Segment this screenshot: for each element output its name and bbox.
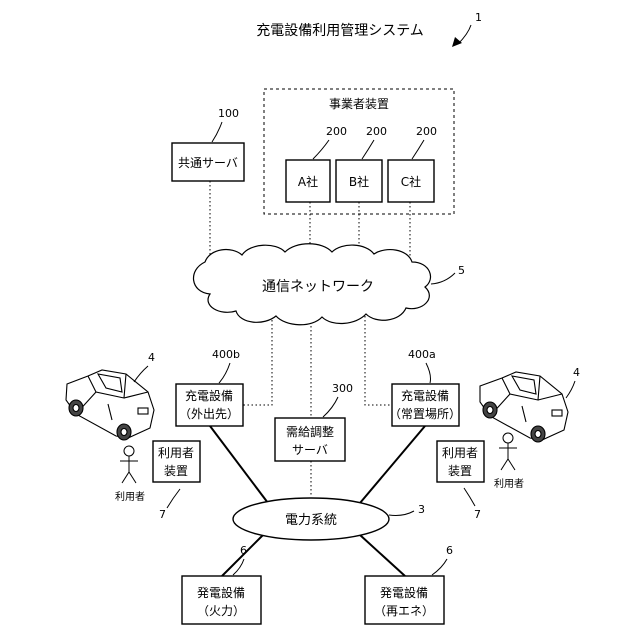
leader-gen-thermal <box>233 559 244 575</box>
ref-car-right: 4 <box>573 366 580 379</box>
operator-group-label: 事業者装置 <box>329 97 389 111</box>
ref-grid: 3 <box>418 503 425 516</box>
leader-user-device-right <box>464 488 475 506</box>
company-b-label: B社 <box>349 174 369 189</box>
ref-user-device-left: 7 <box>159 508 166 521</box>
grid-label: 電力系統 <box>285 513 337 528</box>
power-line-away <box>210 426 268 503</box>
ref-common-server: 100 <box>218 107 239 120</box>
ref-charger-home: 400a <box>408 348 436 361</box>
leader-common-server <box>212 122 222 142</box>
user-device-left-line1: 利用者 <box>158 446 194 460</box>
user-device-right-line1: 利用者 <box>442 446 478 460</box>
user-figure-right <box>499 433 517 470</box>
user-label-right: 利用者 <box>494 478 524 490</box>
user-device-right-line2: 装置 <box>448 464 472 478</box>
ref-gen-thermal: 6 <box>240 544 247 557</box>
leader-company-a <box>313 140 329 159</box>
gen-thermal-line1: 発電設備 <box>197 585 245 600</box>
ref-system: 1 <box>475 11 482 24</box>
leader-car-right <box>566 381 575 398</box>
leader-network <box>431 273 455 284</box>
ref-gen-renewable: 6 <box>446 544 453 557</box>
link-network-charger-home <box>365 312 392 405</box>
gen-renewable-line1: 発電設備 <box>380 585 428 600</box>
network-label: 通信ネットワーク <box>262 279 374 295</box>
user-label-left: 利用者 <box>115 491 145 503</box>
leader-car-left <box>134 366 148 382</box>
car-left <box>66 370 154 440</box>
ref-user-device-right: 7 <box>474 508 481 521</box>
charger-home-line2: （常置場所） <box>389 407 461 421</box>
arrowhead-system <box>452 37 462 47</box>
ref-car-left: 4 <box>148 351 155 364</box>
charger-home-line1: 充電設備 <box>401 388 449 403</box>
company-a-label: A社 <box>298 174 318 189</box>
leader-grid <box>389 511 414 516</box>
leader-user-device-left <box>167 489 180 508</box>
leader-demand-server <box>323 397 338 417</box>
charger-away-line2: （外出先） <box>179 407 239 421</box>
link-network-charger-away <box>243 312 272 405</box>
leader-system <box>458 25 471 44</box>
gen-renewable-line2: （再エネ） <box>374 604 434 618</box>
leader-company-c <box>412 140 424 159</box>
ref-charger-away: 400b <box>212 348 240 361</box>
ref-demand-server: 300 <box>332 382 353 395</box>
leader-company-b <box>362 140 374 159</box>
charger-away-line1: 充電設備 <box>185 388 233 403</box>
user-figure-left <box>120 446 138 483</box>
demand-server-line1: 需給調整 <box>286 424 334 439</box>
diagram-title: 充電設備利用管理システム <box>256 23 424 39</box>
power-line-renewable <box>360 535 405 576</box>
leader-gen-renewable <box>432 559 447 575</box>
car-right <box>480 372 568 442</box>
power-line-home <box>360 426 425 503</box>
company-c-label: C社 <box>401 174 421 189</box>
leader-charger-home <box>426 363 431 383</box>
leader-charger-away <box>219 363 230 383</box>
gen-thermal-line2: （火力） <box>197 604 245 618</box>
user-device-left-line2: 装置 <box>164 464 188 478</box>
ref-network: 5 <box>458 264 465 277</box>
ref-company-c: 200 <box>416 125 437 138</box>
common-server-label: 共通サーバ <box>178 156 238 170</box>
ref-company-a: 200 <box>326 125 347 138</box>
ref-company-b: 200 <box>366 125 387 138</box>
demand-server-line2: サーバ <box>292 443 328 457</box>
